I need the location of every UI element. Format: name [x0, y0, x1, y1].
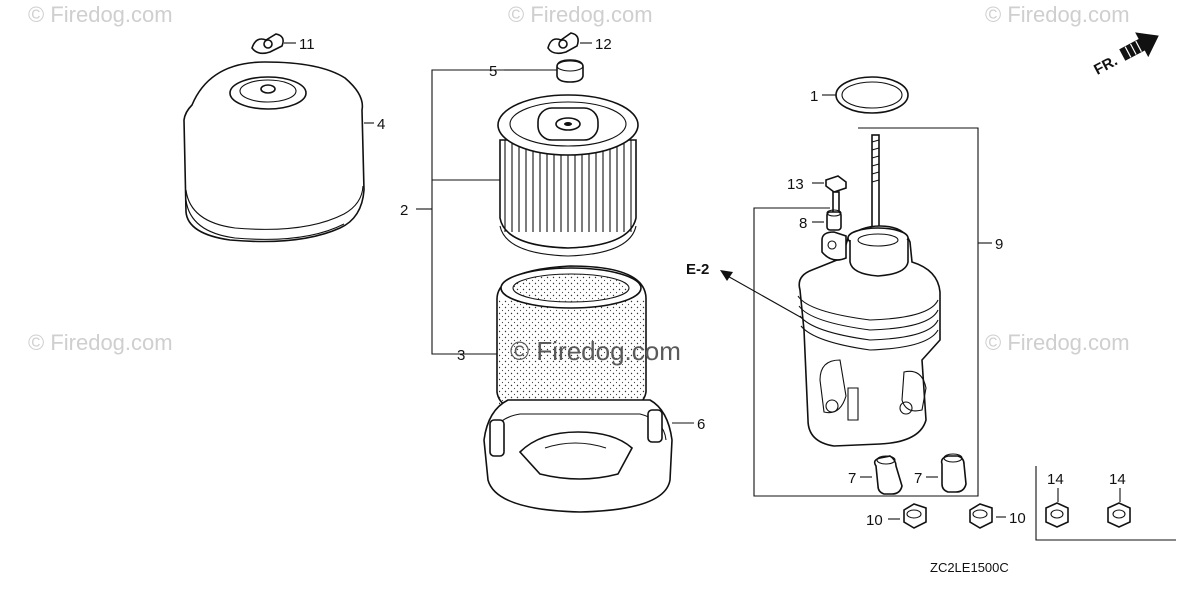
- part-7-tube-left[interactable]: 7: [848, 455, 903, 495]
- callout-4: 4: [377, 116, 385, 133]
- part-12-wing-nut[interactable]: 12: [547, 32, 612, 55]
- callout-5: 5: [489, 63, 497, 80]
- reference-label-e2: E-2: [686, 261, 709, 278]
- part-4-air-cleaner-cover[interactable]: 4: [183, 61, 385, 243]
- part-13-bolt[interactable]: 13: [787, 175, 847, 215]
- front-direction-marker: FR.: [1091, 32, 1159, 79]
- center-watermark: © Firedog.com: [510, 336, 681, 366]
- watermark: © Firedog.com: [28, 330, 173, 355]
- part-5-nut[interactable]: [556, 59, 584, 83]
- part-14-nut-right[interactable]: 14: [1107, 471, 1131, 528]
- callout-2: 2: [400, 202, 408, 219]
- callout-10-right: 10: [1009, 510, 1026, 527]
- callout-3: 3: [457, 347, 465, 364]
- part-14-nut-left[interactable]: 14: [1045, 471, 1069, 528]
- part-2-filter-element[interactable]: [497, 94, 639, 257]
- watermark: © Firedog.com: [985, 330, 1130, 355]
- direction-arrow-icon: [1119, 32, 1159, 61]
- callout-13: 13: [787, 176, 804, 193]
- part-9-air-cleaner-case[interactable]: [797, 134, 941, 447]
- callout-6: 6: [697, 416, 705, 433]
- watermark: © Firedog.com: [508, 2, 653, 27]
- callout-7-right: 7: [914, 470, 922, 487]
- watermark: © Firedog.com: [985, 2, 1130, 27]
- part-7-tube-right[interactable]: 7: [914, 453, 967, 493]
- callout-7-left: 7: [848, 470, 856, 487]
- callout-14-right: 14: [1109, 471, 1126, 488]
- part-8-collar[interactable]: 8: [799, 209, 842, 232]
- drawing-code: ZC2LE1500C: [930, 560, 1009, 575]
- arrow-head-icon: [720, 270, 733, 281]
- callout-8: 8: [799, 215, 807, 232]
- callout-1: 1: [810, 88, 818, 105]
- callout-9: 9: [995, 236, 1003, 253]
- callout-12: 12: [595, 36, 612, 53]
- part-10-nut-left[interactable]: 10: [866, 503, 927, 529]
- assembly-bracket-9: 9: [753, 127, 1003, 497]
- front-direction-label: FR.: [1091, 52, 1120, 78]
- callout-14-left: 14: [1047, 471, 1064, 488]
- callout-10-left: 10: [866, 512, 883, 529]
- part-14-separator: [1035, 466, 1176, 541]
- part-10-nut-right[interactable]: 10: [969, 503, 1026, 529]
- callout-11: 11: [299, 36, 315, 53]
- part-11-wing-nut[interactable]: 11: [251, 33, 315, 55]
- part-3-foam-prefilter[interactable]: [496, 265, 647, 421]
- watermark: © Firedog.com: [28, 2, 173, 27]
- part-6-filter-base[interactable]: 6: [483, 399, 705, 513]
- part-1-gasket[interactable]: 1: [810, 76, 909, 114]
- assembly-bracket-2: 2 5 3: [400, 63, 557, 364]
- reference-e2-arrow: E-2: [686, 261, 803, 319]
